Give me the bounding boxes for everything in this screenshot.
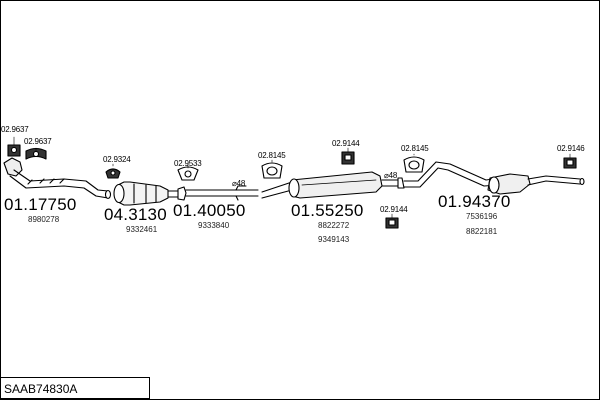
part-number-catalyst: 04.3130: [104, 205, 167, 224]
oem-number-rear-1: 7536196: [466, 212, 498, 221]
bracket-e-shape: [261, 162, 283, 179]
oem-number-mid-pipe: 9333840: [198, 221, 230, 230]
bracket-label-h: 02.8145: [401, 144, 429, 153]
diameter-label-mid: ⌀48: [232, 179, 246, 188]
diameter-label-center: ⌀48: [384, 171, 398, 180]
bracket-label-f: 02.9144: [332, 139, 360, 148]
bracket-label-a: 02.9637: [1, 125, 29, 134]
part-number-mid-pipe: 01.40050: [173, 201, 246, 220]
diagram-code-box: SAAB74830A: [0, 377, 150, 399]
oem-number-rear-2: 8822181: [466, 227, 498, 236]
bracket-i-shape: [563, 157, 577, 169]
catalyst-shape: [113, 181, 179, 206]
diagram-code: SAAB74830A: [4, 382, 78, 396]
bracket-a-shape: [7, 144, 21, 157]
front-pipe-shape: [3, 157, 112, 200]
bracket-label-d: 02.9533: [174, 159, 202, 168]
bracket-label-c: 02.9324: [103, 155, 131, 164]
oem-number-center-1: 8822272: [318, 221, 350, 230]
bracket-label-i: 02.9146: [557, 144, 585, 153]
bracket-label-e: 02.8145: [258, 151, 286, 160]
bracket-h-shape: [403, 156, 425, 173]
mid-pipe-shape: [177, 185, 259, 201]
oem-number-catalyst: 9332461: [126, 225, 158, 234]
bracket-f-shape: [341, 151, 355, 165]
bracket-d-shape: [177, 166, 199, 181]
bracket-g-shape: [385, 217, 399, 229]
part-number-center-silencer: 01.55250: [291, 201, 364, 220]
bracket-label-g: 02.9144: [380, 205, 408, 214]
part-number-front-pipe: 01.17750: [4, 195, 77, 214]
bracket-b-shape: [25, 147, 47, 160]
rear-pipe-shape: [397, 161, 585, 195]
bracket-c-shape: [105, 168, 121, 179]
part-number-rear-silencer: 01.94370: [438, 192, 511, 211]
oem-number-center-2: 9349143: [318, 235, 350, 244]
center-silencer-shape: [261, 171, 399, 199]
oem-number-front-pipe: 8980278: [28, 215, 60, 224]
bracket-label-b: 02.9637: [24, 137, 52, 146]
